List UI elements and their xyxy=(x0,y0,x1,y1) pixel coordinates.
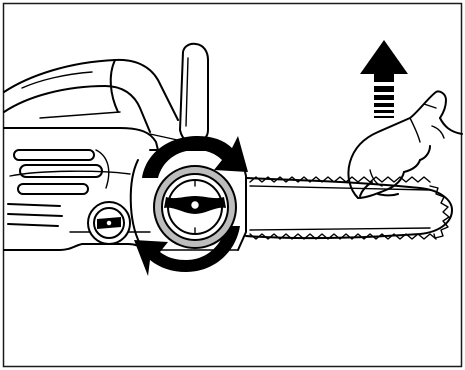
oil-cap-icon xyxy=(88,202,130,244)
chain-adjust-knob-icon xyxy=(154,166,236,248)
saw-chain-icon xyxy=(246,177,452,239)
up-arrow-icon xyxy=(360,40,408,118)
